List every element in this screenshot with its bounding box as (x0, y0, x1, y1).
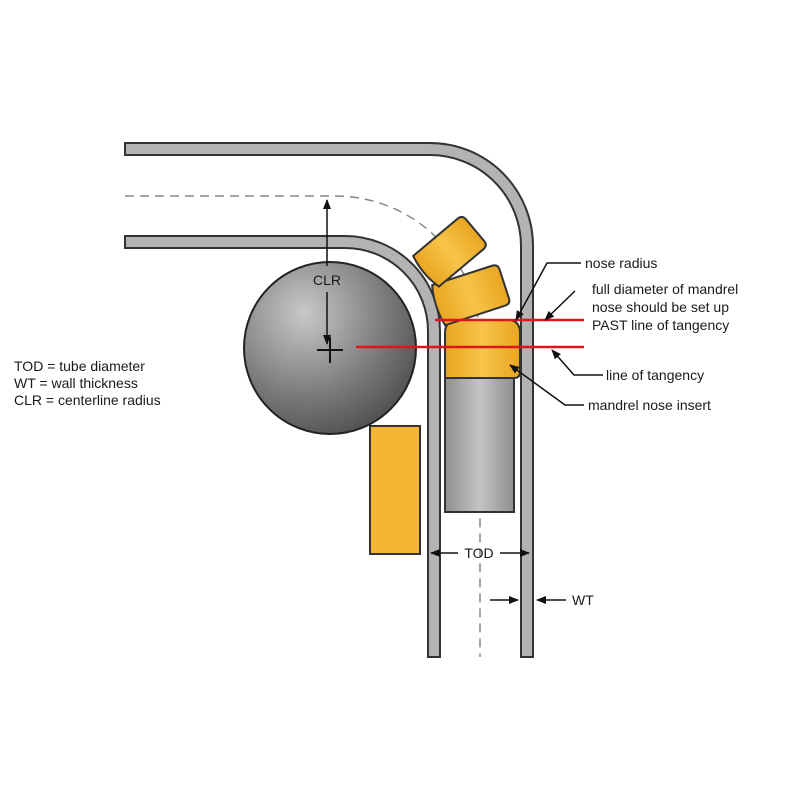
mandrel-body (444, 375, 515, 513)
tod-label: TOD (464, 545, 493, 561)
legend-wt: WT = wall thickness (14, 375, 138, 391)
nose-radius-leader (515, 262, 581, 321)
tangency-leader (551, 349, 603, 376)
mandrel-ball-2 (431, 264, 511, 327)
legend-tod: TOD = tube diameter (14, 358, 145, 374)
full-diameter-leader (544, 290, 576, 321)
nose-radius-label: nose radius (585, 255, 657, 271)
wt-label: WT (572, 592, 594, 608)
outer-tube-wall (124, 142, 534, 658)
full-diameter-label-1: full diameter of mandrel (592, 281, 738, 297)
mandrel-ball-1 (411, 215, 487, 288)
full-diameter-label-3: PAST line of tangency (592, 317, 729, 333)
clr-label: CLR (313, 272, 341, 288)
legend: TOD = tube diameter WT = wall thickness … (14, 358, 161, 409)
legend-clr: CLR = centerline radius (14, 392, 161, 408)
nose-insert-label: mandrel nose insert (588, 397, 711, 413)
nose-insert-leader (509, 364, 584, 406)
inner-tube-wall (124, 235, 441, 658)
tangency-label: line of tangency (606, 367, 704, 383)
full-diameter-label-2: nose should be set up (592, 299, 729, 315)
mandrel-nose-insert (444, 319, 521, 379)
clamp-die (369, 425, 421, 555)
